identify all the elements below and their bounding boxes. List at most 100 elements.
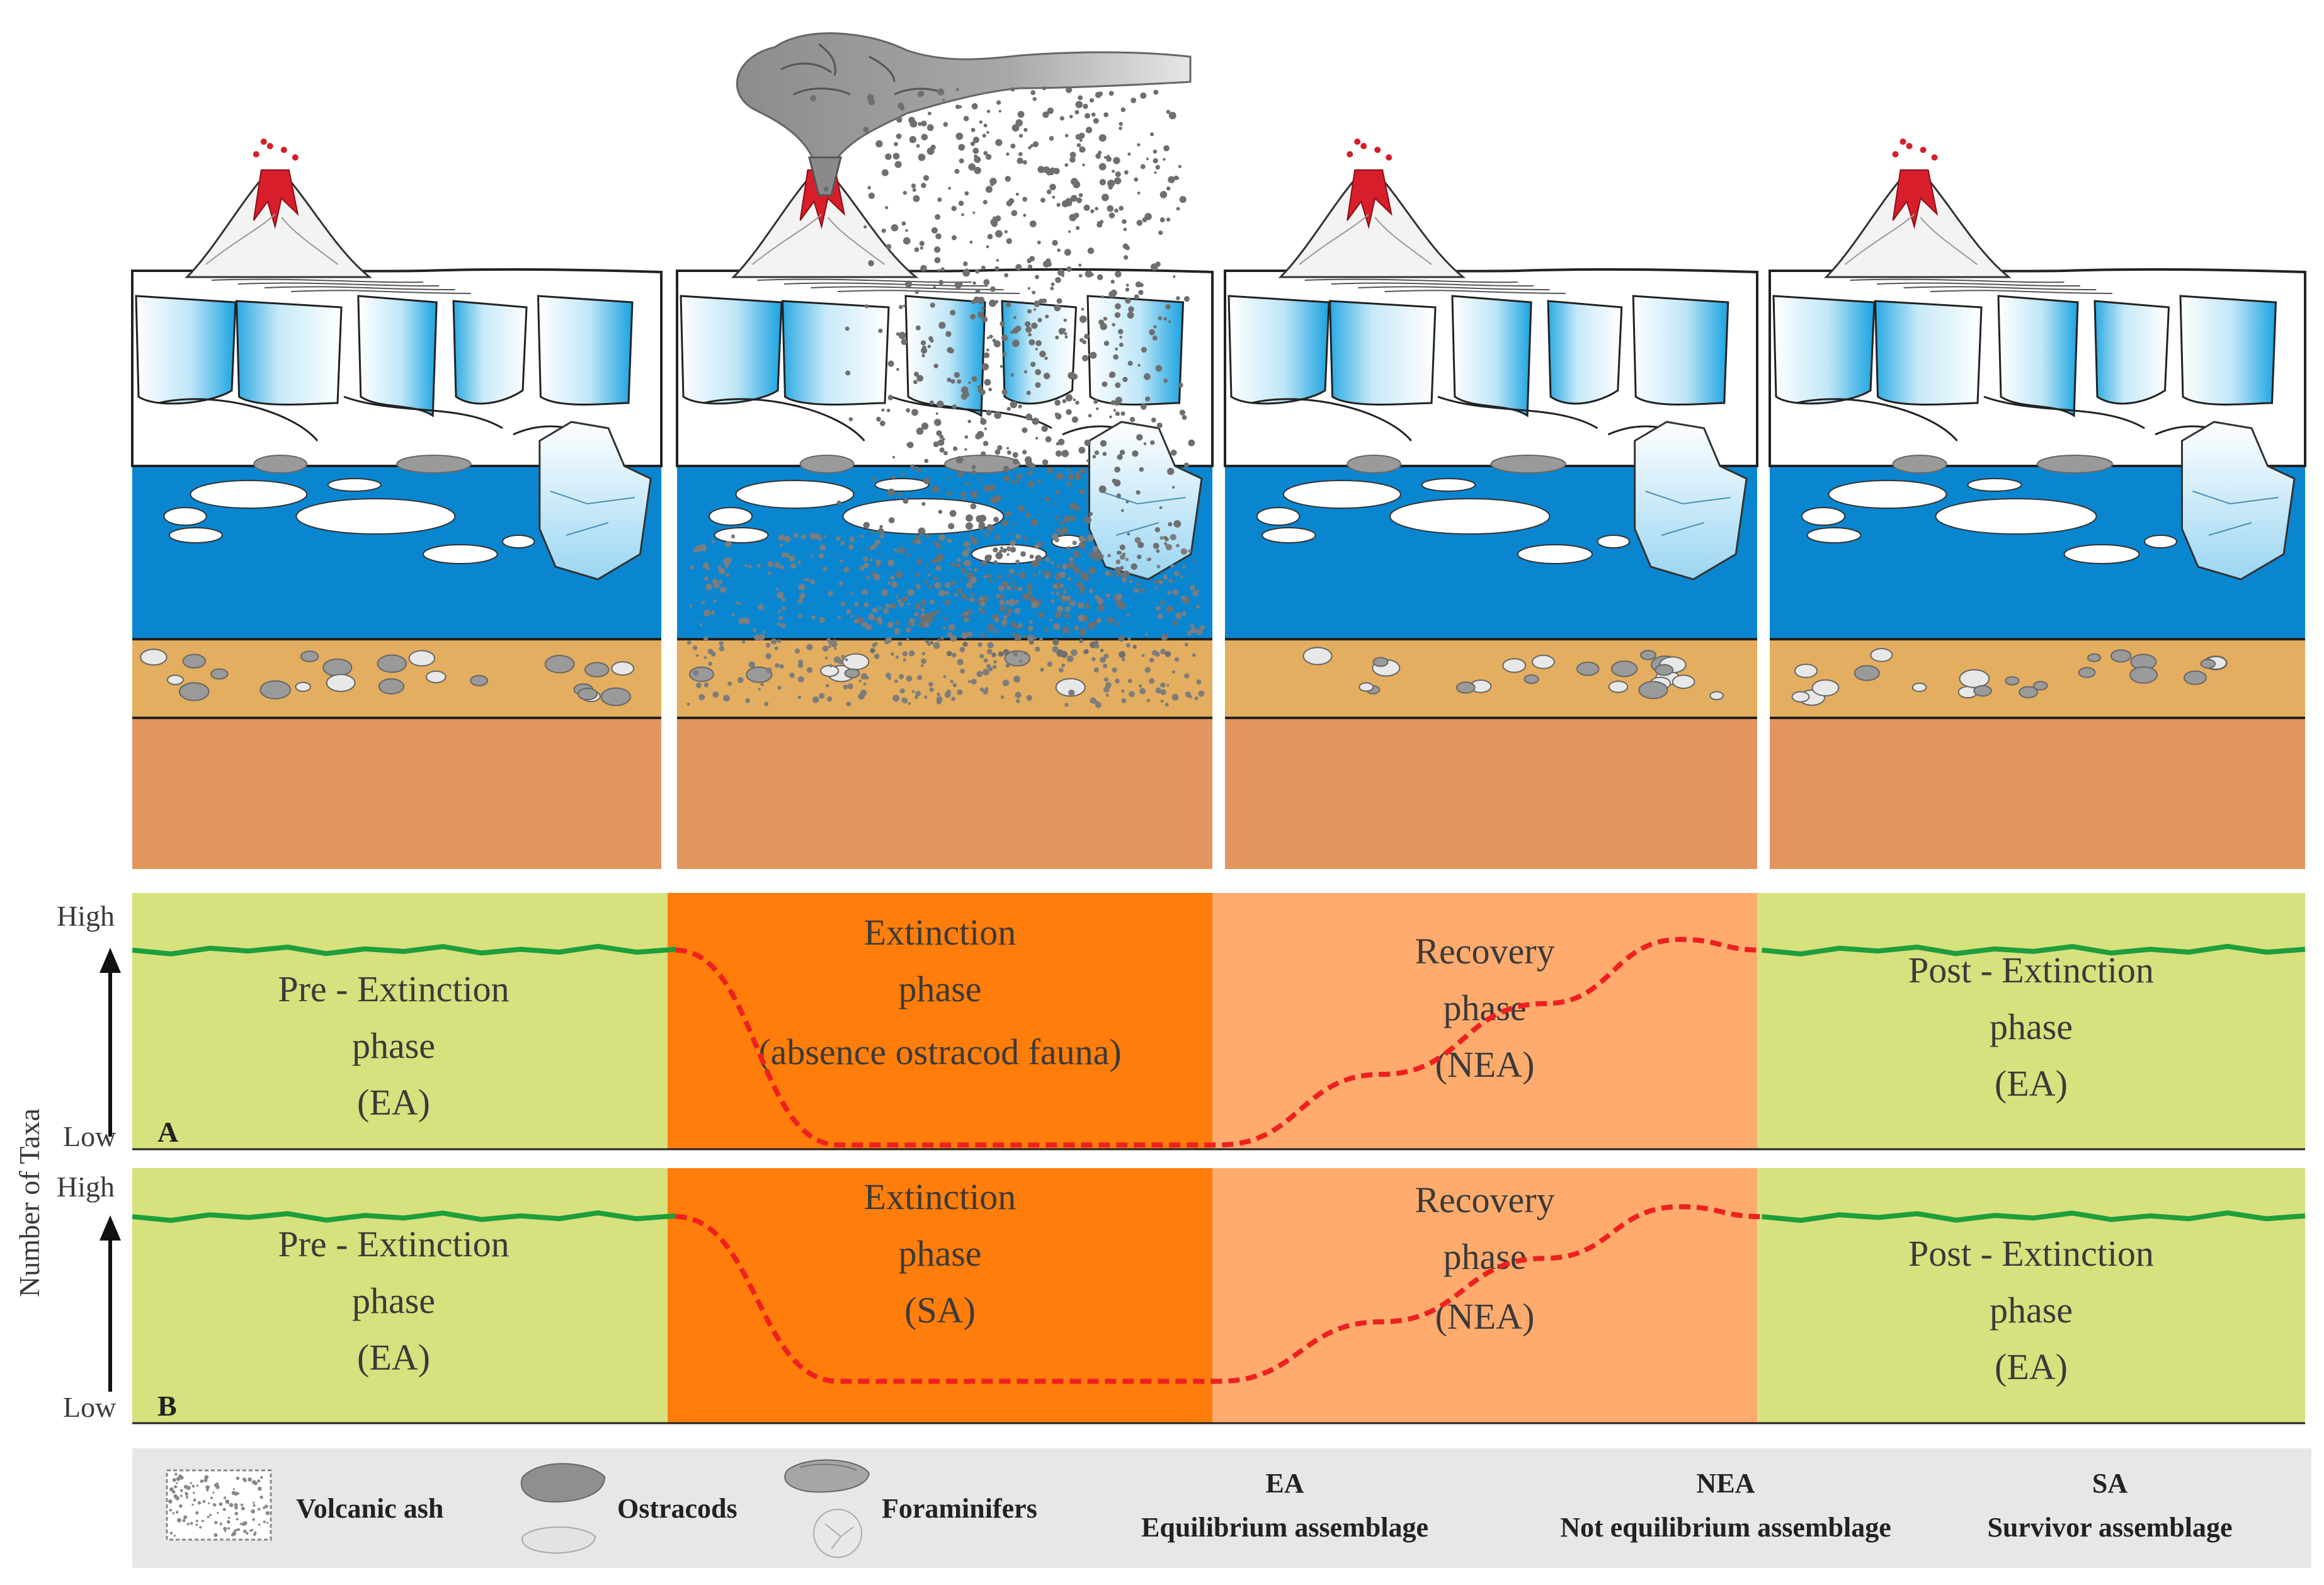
ice-floe	[735, 480, 855, 509]
iceberg	[2181, 421, 2296, 581]
scene-panel-2	[676, 169, 1214, 869]
ice-floe	[190, 480, 308, 509]
sediment-clast	[300, 650, 319, 662]
sediment-clast	[1640, 650, 1656, 661]
sediment-clast	[295, 681, 311, 692]
ice-floe	[1967, 478, 2022, 492]
sediment-clast	[1911, 682, 1927, 692]
ice-floe	[2063, 544, 2140, 564]
sediment-clast	[2110, 649, 2132, 663]
chart-panel-b: Pre - Extinctionphase(EA)Extinctionphase…	[132, 1168, 2306, 1424]
sediment-clast	[425, 670, 447, 684]
sediment-clast	[322, 658, 353, 677]
disturbed-taxa-line	[675, 1204, 1762, 1384]
phase-label: phase	[898, 1233, 981, 1274]
sediment-clast	[1959, 669, 1990, 688]
ice-floe	[1801, 507, 1845, 526]
stable-taxa-line	[1762, 943, 2306, 957]
sediment-layer	[132, 639, 661, 718]
sediment-clast	[1502, 658, 1527, 673]
ice-floe	[1517, 544, 1593, 564]
disturbed-taxa-line	[675, 936, 1762, 1148]
sediment-clast	[842, 653, 870, 671]
arrow-up-icon	[100, 948, 121, 1137]
ice-floe	[423, 544, 498, 564]
ice-floe	[2144, 535, 2177, 548]
phase-label: (EA)	[357, 1082, 430, 1123]
sediment-layer	[1770, 639, 2305, 718]
legend-meaning-sa: Survivor assemblage	[1987, 1512, 2232, 1543]
sediment-clast	[2200, 659, 2216, 669]
ostracod-icon	[521, 1463, 606, 1554]
ice-floe	[1935, 498, 2097, 535]
sediment-clast	[2032, 681, 2048, 691]
sediment-clast	[611, 661, 635, 676]
phase-background	[668, 893, 1212, 1149]
phase-label: phase	[352, 1280, 435, 1321]
sediment-clast	[1973, 685, 1992, 697]
sediment-clast	[259, 680, 291, 700]
sediment-clast	[1004, 650, 1031, 667]
phase-label: (NEA)	[1435, 1296, 1535, 1337]
sediment-clast	[1870, 648, 1893, 662]
phase-background	[1757, 1168, 2305, 1423]
ash-fall-particles	[686, 86, 1205, 708]
bedrock-layer	[1770, 718, 2305, 869]
sediment-clast	[1854, 665, 1880, 681]
phase-background	[1757, 893, 2305, 1149]
y-axis-high-a: High	[57, 900, 115, 932]
phase-label: phase	[1990, 1006, 2073, 1047]
volcanic-ash-icon	[166, 1469, 272, 1541]
phase-label: phase	[1990, 1290, 2073, 1331]
sediment-clast	[178, 682, 210, 702]
sediment-clast	[820, 664, 840, 677]
sediment-clast	[182, 654, 207, 669]
phase-label: Pre - Extinction	[278, 1224, 509, 1264]
phase-background	[1212, 1168, 1757, 1423]
stable-taxa-line	[1762, 1210, 2306, 1223]
sediment-clast	[1055, 678, 1086, 697]
legend-abbr-ea: EA	[1265, 1468, 1304, 1499]
sediment-clast	[600, 687, 631, 707]
phase-label: Pre - Extinction	[278, 969, 509, 1009]
y-axis-low-b: Low	[63, 1391, 117, 1423]
ice-floe	[714, 527, 769, 543]
sediment-clast	[1610, 660, 1638, 678]
y-axis-title: Number of Taxa	[13, 1108, 45, 1297]
lava-icon	[1347, 169, 1393, 229]
sediment-clast	[2019, 686, 2039, 698]
legend-volcanic-ash: Volcanic ash	[296, 1493, 443, 1524]
ice-floe	[1389, 498, 1551, 535]
sediment-clast	[2087, 653, 2102, 662]
eruption-plume	[686, 32, 1205, 708]
phase-label: Extinction	[864, 912, 1017, 953]
ice-floe	[327, 478, 382, 492]
y-axis: Number of Taxa High Low High Low	[13, 900, 121, 1423]
phase-label: phase	[352, 1025, 435, 1066]
sediment-clast	[1359, 682, 1374, 692]
phase-label: phase	[898, 969, 981, 1009]
lava-icon	[253, 169, 299, 229]
foraminifer-icon	[784, 1459, 870, 1558]
scene-panel-4	[1769, 139, 2306, 869]
legend-abbr-nea: NEA	[1697, 1468, 1755, 1499]
sediment-clast	[746, 666, 773, 683]
panel-label: A	[157, 1116, 178, 1148]
sediment-clast	[1455, 681, 1476, 694]
sediment-clast	[1608, 680, 1629, 693]
sediment-clast	[377, 654, 407, 673]
sediment-clast	[1524, 674, 1539, 685]
ice-floe	[1806, 527, 1862, 543]
phase-label: phase	[1443, 987, 1526, 1028]
bedrock-layer	[677, 718, 1212, 869]
sediment-clast	[2078, 667, 2096, 678]
ice-floe	[1256, 507, 1301, 526]
ice-floe	[1597, 535, 1631, 548]
legend: Volcanic ash Ostracods Foraminifers EA E…	[132, 1448, 2311, 1568]
sediment-clast	[2129, 666, 2158, 684]
legend-meaning-nea: Not equilibrium assemblage	[1560, 1512, 1891, 1543]
iceberg	[538, 421, 652, 581]
phase-label: Post - Extinction	[1908, 1233, 2154, 1274]
phase-background	[132, 1168, 668, 1423]
